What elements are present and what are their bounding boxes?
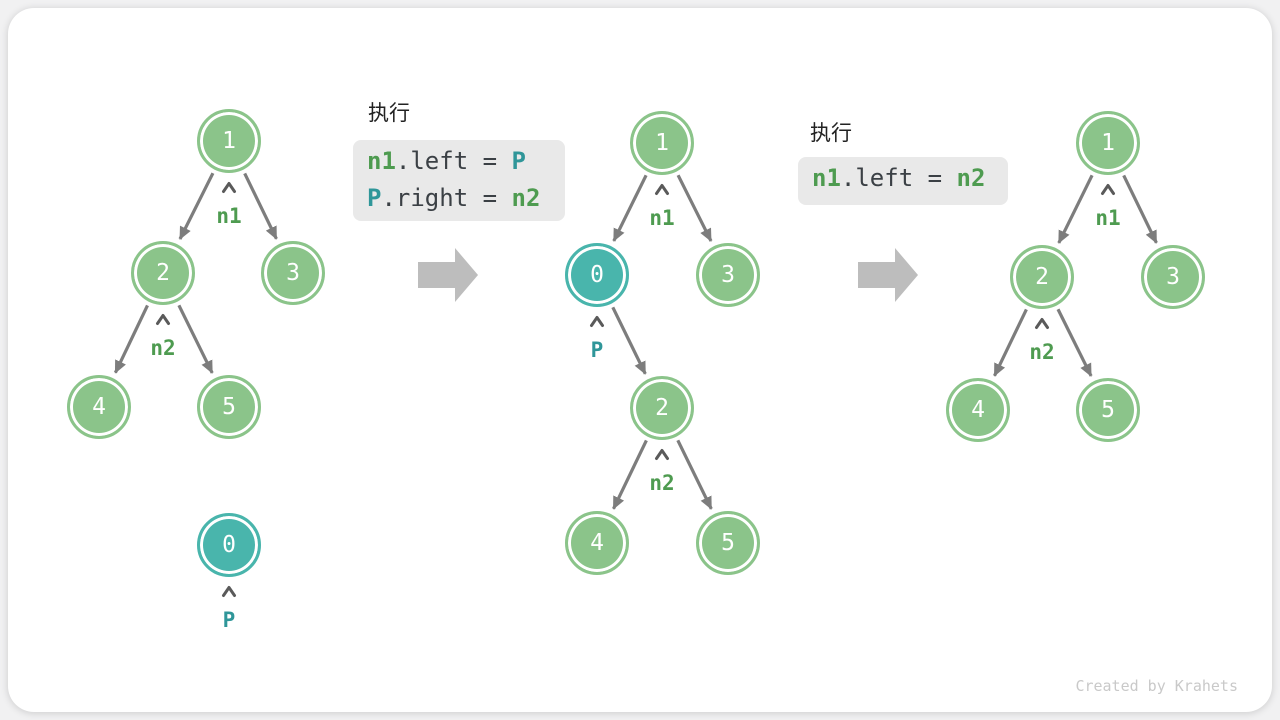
tree-after-pointer-n1: n1 <box>1095 206 1121 230</box>
edge-1-to-3 <box>1122 174 1158 244</box>
edge-2-to-4 <box>993 308 1028 377</box>
tree-before-pointer-P: P <box>222 608 236 632</box>
tree-linking-pointer-n1: n1 <box>649 206 675 230</box>
tree-linking-node-3: 3 <box>696 243 760 307</box>
code-line: P.right = n2 <box>367 180 551 217</box>
edge-2-to-5 <box>177 304 214 374</box>
edge-2-to-5 <box>1056 308 1093 377</box>
tree-before-node-5: 5 <box>197 375 261 439</box>
tree-linking-caret-n2-icon <box>655 449 669 460</box>
tree-before-caret-n2-icon <box>156 314 170 325</box>
edge-2-to-4 <box>612 439 648 510</box>
code-text: .left = <box>395 147 512 175</box>
edge-1-to-2 <box>178 172 215 240</box>
code-line: n1.left = P <box>367 143 551 180</box>
edge-1-to-3 <box>243 172 278 240</box>
credit-text: Created by Krahets <box>1075 677 1238 695</box>
tree-before-node-3: 3 <box>261 241 325 305</box>
code-box-2: n1.left = n2 <box>798 157 1008 205</box>
code-keyword: n1 <box>812 164 841 192</box>
tree-before-pointer-n2: n2 <box>150 336 176 360</box>
tree-linking-caret-P-icon <box>590 316 604 327</box>
exec-title-2: 执行 <box>810 121 852 145</box>
tree-linking-pointer-n2: n2 <box>649 471 675 495</box>
code-keyword: n2 <box>956 164 986 192</box>
exec-title-1: 执行 <box>368 101 410 125</box>
step-arrow-icon-2 <box>858 248 918 302</box>
tree-after-pointer-n2: n2 <box>1029 340 1055 364</box>
tree-after-caret-n1-icon <box>1101 184 1115 195</box>
tree-linking-caret-n1-icon <box>655 184 669 195</box>
tree-linking-node-1: 1 <box>630 111 694 175</box>
edge-1-to-3 <box>676 174 713 242</box>
tree-after-caret-n2-icon <box>1035 318 1049 329</box>
tree-after-node-1: 1 <box>1076 111 1140 175</box>
tree-after-node-2: 2 <box>1010 245 1074 309</box>
code-text: .right = <box>381 184 512 212</box>
tree-before-pointer-n1: n1 <box>216 204 242 228</box>
edge-2-to-4 <box>113 304 149 374</box>
code-keyword: n1 <box>367 147 396 175</box>
code-keyword: P <box>511 147 526 175</box>
code-line: n1.left = n2 <box>812 160 994 197</box>
code-keyword: n2 <box>511 184 541 212</box>
tree-before-caret-P-icon <box>222 586 236 597</box>
tree-linking-node-2: 2 <box>630 376 694 440</box>
code-text: .left = <box>840 164 957 192</box>
edge-0-to-2 <box>611 306 647 375</box>
tree-after-node-5: 5 <box>1076 378 1140 442</box>
tree-linking-node-4: 4 <box>565 511 629 575</box>
tree-before-caret-n1-icon <box>222 182 236 193</box>
edge-1-to-0 <box>612 174 648 242</box>
step-arrow-icon-1 <box>418 248 478 302</box>
tree-linking-pointer-P: P <box>590 338 604 362</box>
tree-linking-node-0: 0 <box>565 243 629 307</box>
tree-before-node-2: 2 <box>131 241 195 305</box>
tree-before-node-1: 1 <box>197 109 261 173</box>
code-keyword: P <box>367 184 382 212</box>
tree-before-node-0: 0 <box>197 513 261 577</box>
tree-linking-node-5: 5 <box>696 511 760 575</box>
edge-2-to-5 <box>676 439 713 510</box>
tree-before-node-4: 4 <box>67 375 131 439</box>
edge-1-to-2 <box>1057 174 1094 244</box>
tree-after-node-3: 3 <box>1141 245 1205 309</box>
tree-after-node-4: 4 <box>946 378 1010 442</box>
